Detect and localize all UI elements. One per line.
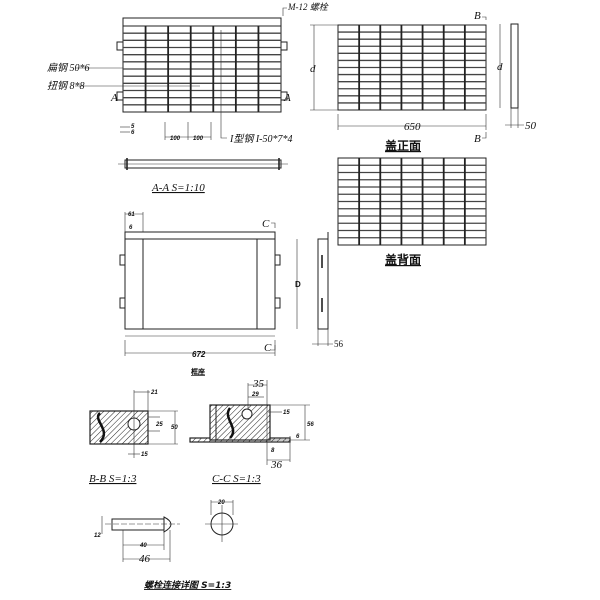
- bolt-dim-46: 46: [139, 553, 151, 565]
- bolt-dim-40: 40: [139, 543, 147, 549]
- bolt-dim-12: 12: [94, 533, 101, 539]
- grating-bars: [123, 26, 281, 112]
- section-a-a: A-A S=1:10: [118, 158, 288, 194]
- frame-view: 61 6 C C 672 D 56 框座: [119, 212, 344, 376]
- cover-width-dim: 650: [404, 121, 421, 133]
- section-c-c: 35 29 15 56 6 8 36 C-C S=1:3: [189, 378, 314, 485]
- frame-height-label: D: [295, 280, 301, 289]
- cover-front-bars: [338, 25, 486, 110]
- cc-dim-6: 6: [296, 434, 300, 440]
- cover-back-view: 盖背面: [337, 157, 487, 267]
- side-height-label: d: [497, 61, 503, 73]
- i-beam-callout: I型钢 I-50*7*4: [229, 133, 293, 145]
- bolt-callout: M-12 螺栓: [287, 2, 329, 12]
- dim-100-a: 100: [170, 136, 181, 142]
- section-mark-c-top: C: [262, 218, 270, 230]
- cover-height-label: d: [310, 63, 316, 75]
- frame-dim-61: 61: [128, 212, 135, 218]
- bolt-dim-20: 20: [217, 500, 225, 506]
- cc-dim-15: 15: [283, 410, 290, 416]
- cover-back-title: 盖背面: [385, 252, 421, 267]
- bb-dim-15: 15: [141, 452, 148, 458]
- bb-dim-25: 25: [155, 422, 163, 428]
- section-b-b: 21 25 50 15 B-B S=1:3: [89, 390, 178, 485]
- frame-width-dim: 672: [192, 350, 206, 359]
- side-thickness-dim: 50: [525, 120, 537, 132]
- cover-front-title: 盖正面: [385, 138, 421, 153]
- section-mark-c-bottom: C: [264, 342, 272, 354]
- cover-front-view: d 650 d 50 B B 盖正面: [310, 10, 537, 153]
- bb-dim-50: 50: [171, 425, 178, 431]
- dim-5: 5: [131, 124, 135, 130]
- section-c-c-title: C-C S=1:3: [212, 473, 261, 485]
- section-b-b-title: B-B S=1:3: [89, 473, 137, 485]
- section-mark-a-left: A: [110, 92, 118, 104]
- dim-100-b: 100: [193, 136, 204, 142]
- bb-dim-21: 21: [150, 390, 158, 396]
- twisted-steel-callout: 扭钢 8*8: [47, 80, 85, 92]
- frame-dim-6: 6: [129, 225, 133, 231]
- flat-steel-callout: 扁钢 50*6: [47, 62, 90, 74]
- dim-6: 6: [131, 130, 135, 136]
- cc-dim-29: 29: [251, 392, 259, 398]
- cc-dim-36: 36: [270, 459, 283, 471]
- section-mark-b-top: B: [474, 10, 481, 22]
- section-a-a-title: A-A S=1:10: [151, 182, 205, 194]
- cc-dim-56: 56: [307, 422, 314, 428]
- bolt-detail: 12 40 46 20 螺栓连接详图 S=1:3: [94, 500, 238, 591]
- cc-dim-8: 8: [271, 448, 275, 454]
- top-view-grating: M-12 螺栓 扁钢 50*6 扭钢 8*8 A A 5 6 100 100 I…: [47, 2, 329, 145]
- section-mark-b-bottom: B: [474, 133, 481, 145]
- bolt-detail-title: 螺栓连接详图 S=1:3: [144, 580, 231, 591]
- cc-dim-35: 35: [252, 378, 265, 390]
- cover-back-bars: [338, 158, 486, 245]
- frame-side-dim: 56: [334, 339, 344, 349]
- frame-title: 框座: [191, 367, 205, 376]
- section-mark-a-right: A: [283, 92, 291, 104]
